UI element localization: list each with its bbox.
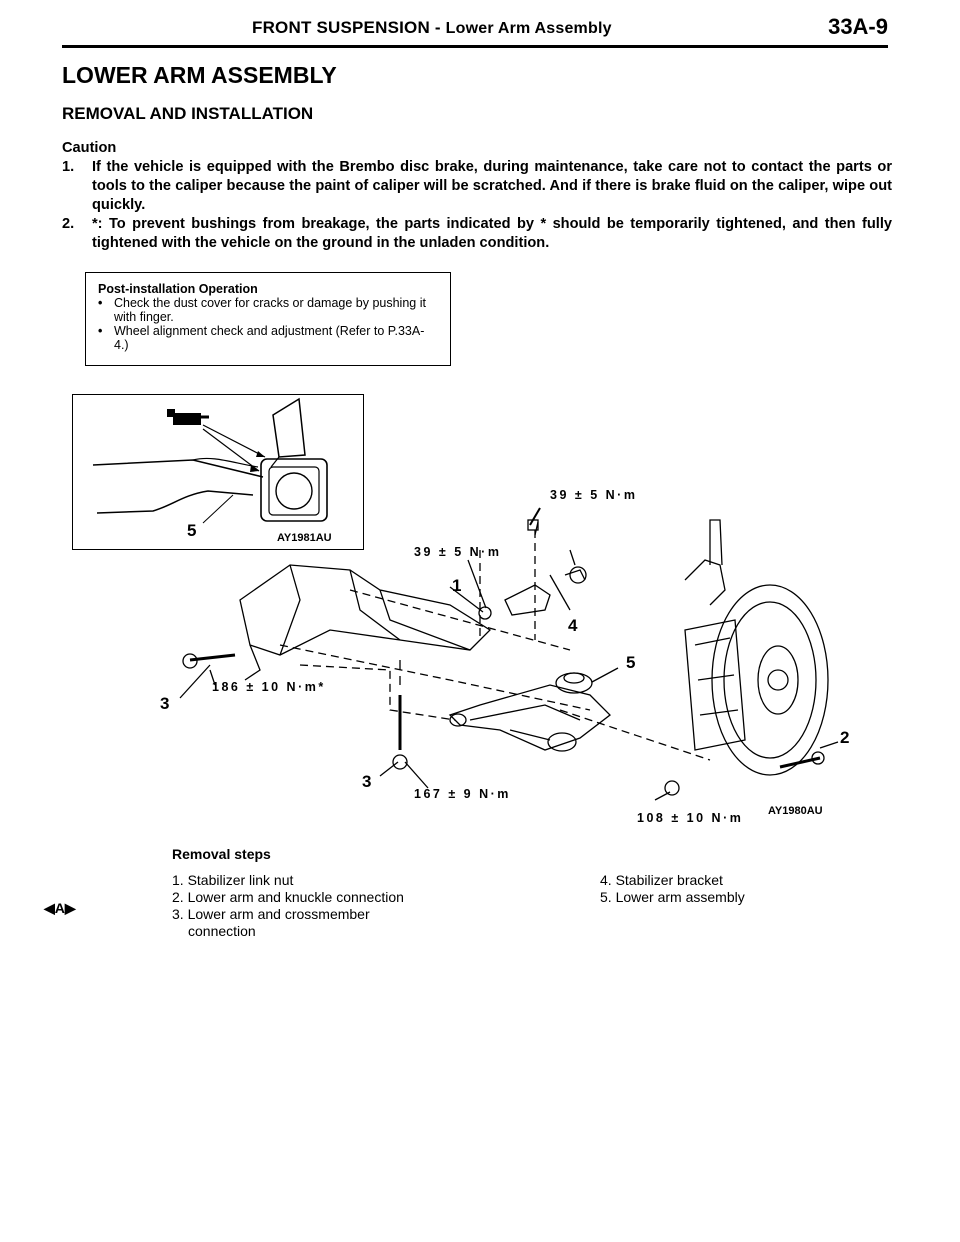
caution-item: 2. *: To prevent bushings from breakage,… xyxy=(62,215,892,253)
list-item: 1. Stabilizer link nut xyxy=(172,872,294,888)
post-installation-text: Wheel alignment check and adjustment (Re… xyxy=(114,324,425,352)
removal-steps-right-column: 4. Stabilizer bracket 5. Lower arm assem… xyxy=(600,872,900,906)
service-point-marker: ◀A▶ xyxy=(44,900,76,916)
callout-4: 4 xyxy=(568,616,578,635)
header-rule xyxy=(62,45,888,48)
section-subtitle: REMOVAL AND INSTALLATION xyxy=(62,104,314,123)
dust-cover-illustration xyxy=(92,397,328,524)
grease-gun-icon xyxy=(167,409,209,425)
post-installation-item: • Wheel alignment check and adjustment (… xyxy=(98,324,438,352)
header-section: FRONT SUSPENSION - xyxy=(252,18,441,37)
caution-block: Caution 1. If the vehicle is equipped wi… xyxy=(62,139,892,253)
post-installation-box: Post-installation Operation • Check the … xyxy=(85,272,451,366)
torque-label: 39 ± 5 N·m xyxy=(550,488,638,502)
caution-item-number: 2. xyxy=(62,216,75,232)
post-installation-text: Check the dust cover for cracks or damag… xyxy=(114,296,426,324)
list-item: 5. Lower arm assembly xyxy=(600,889,745,905)
page-header: FRONT SUSPENSION - Lower Arm Assembly 33… xyxy=(62,14,888,48)
callout-1: 1 xyxy=(452,576,462,595)
caution-label: Caution xyxy=(62,140,117,156)
bullet-icon: • xyxy=(98,324,103,338)
caution-item-text: *: To prevent bushings from breakage, th… xyxy=(92,216,892,251)
torque-label: 167 ± 9 N·m xyxy=(414,787,511,801)
bullet-icon: • xyxy=(98,296,103,310)
lower-arm-exploded-view xyxy=(179,507,839,801)
torque-label: 186 ± 10 N·m* xyxy=(212,680,326,694)
caution-item-number: 1. xyxy=(62,159,75,175)
torque-label: 39 ± 5 N·m xyxy=(414,545,502,559)
figure-code: AY1980AU xyxy=(768,805,823,817)
page-title: LOWER ARM ASSEMBLY xyxy=(62,62,337,88)
list-item-continuation: connection xyxy=(188,923,256,939)
removal-steps-title: Removal steps xyxy=(172,846,271,862)
header-subsection: Lower Arm Assembly xyxy=(445,20,612,37)
figure-code: AY1981AU xyxy=(277,532,332,544)
main-figure: 39 ± 5 N·m 39 ± 5 N·m 186 ± 10 N·m* 167 … xyxy=(150,480,870,840)
list-item: 4. Stabilizer bracket xyxy=(600,872,723,888)
caution-item-text: If the vehicle is equipped with the Brem… xyxy=(92,159,892,213)
post-installation-title: Post-installation Operation xyxy=(98,282,258,296)
list-item: 3. Lower arm and crossmember xyxy=(172,906,370,922)
callout-3: 3 xyxy=(160,694,170,713)
callout-5: 5 xyxy=(626,653,636,672)
header-title: FRONT SUSPENSION - Lower Arm Assembly xyxy=(252,18,612,38)
torque-label: 108 ± 10 N·m xyxy=(637,811,744,825)
caution-item: 1. If the vehicle is equipped with the B… xyxy=(62,158,892,215)
post-installation-item: • Check the dust cover for cracks or dam… xyxy=(98,296,438,324)
removal-steps: Removal steps 1. Stabilizer link nut 2. … xyxy=(172,846,745,939)
inset-figure: 5 AY1981AU xyxy=(72,394,364,550)
callout-5: 5 xyxy=(187,521,197,540)
page-number: 33A-9 xyxy=(828,14,888,39)
list-item: 2. Lower arm and knuckle connection xyxy=(172,889,404,905)
callout-3: 3 xyxy=(362,772,372,791)
callout-2: 2 xyxy=(840,728,850,747)
removal-steps-left-column: 1. Stabilizer link nut 2. Lower arm and … xyxy=(172,872,472,940)
